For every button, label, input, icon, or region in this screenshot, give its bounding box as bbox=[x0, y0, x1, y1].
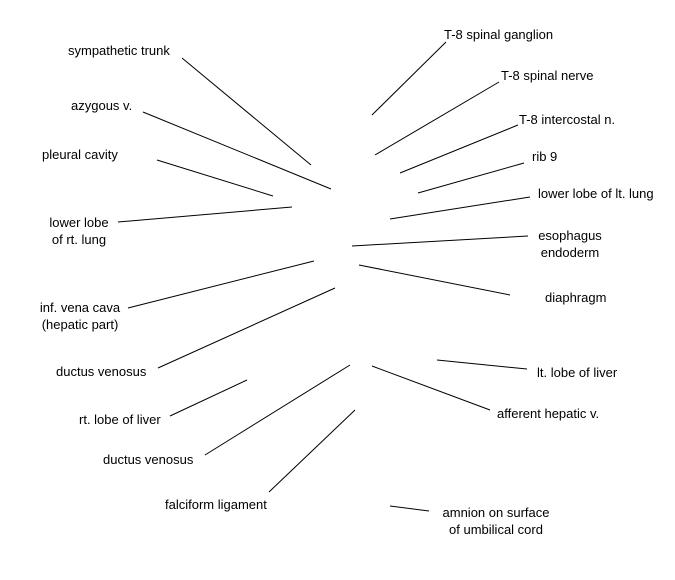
leader-line-ductus-venosus-upper bbox=[157, 287, 336, 369]
leader-line-azygous-v bbox=[142, 111, 332, 190]
leader-line-t8-spinal-ganglion bbox=[371, 41, 447, 116]
leader-line-sympathetic-trunk bbox=[181, 57, 312, 166]
leader-line-inf-vena-cava bbox=[127, 260, 315, 309]
label-lt-lobe-of-liver: lt. lobe of liver bbox=[537, 365, 618, 380]
label-lower-lobe-rt-lung: lower lobe of rt. lung bbox=[40, 214, 118, 248]
leader-line-t8-spinal-nerve bbox=[374, 81, 500, 156]
leader-line-rt-lobe-of-liver bbox=[169, 379, 248, 417]
label-t8-spinal-nerve: T-8 spinal nerve bbox=[501, 68, 594, 83]
label-rt-lobe-of-liver: rt. lobe of liver bbox=[79, 412, 161, 427]
leader-line-rib-9 bbox=[417, 162, 525, 194]
leader-line-t8-intercostal-n bbox=[399, 124, 519, 174]
label-inf-vena-cava: inf. vena cava (hepatic part) bbox=[33, 299, 127, 333]
label-amnion-line-2: of umbilical cord bbox=[449, 522, 543, 537]
label-t8-intercostal-n: T-8 intercostal n. bbox=[519, 112, 616, 127]
label-lower-lobe-lt-lung: lower lobe of lt. lung bbox=[538, 186, 654, 201]
label-esophagus: esophagus bbox=[538, 228, 602, 243]
label-diaphragm: diaphragm bbox=[545, 290, 607, 305]
label-amnion: amnion on surface of umbilical cord bbox=[426, 504, 566, 538]
leader-line-esophagus bbox=[351, 235, 529, 247]
label-afferent-hepatic-v: afferent hepatic v. bbox=[497, 406, 600, 421]
leader-line-ductus-venosus-lower bbox=[204, 364, 351, 456]
label-ductus-venosus-upper: ductus venosus bbox=[56, 364, 147, 379]
label-falciform-ligament: falciform ligament bbox=[165, 497, 267, 512]
label-amnion-line-1: amnion on surface bbox=[442, 505, 550, 520]
leader-line-lt-lobe-of-liver bbox=[436, 359, 528, 370]
label-inf-vena-cava-line-1: inf. vena cava bbox=[39, 300, 121, 315]
leader-line-pleural-cavity bbox=[156, 159, 274, 197]
leader-line-diaphragm bbox=[358, 264, 511, 296]
label-esophagus-endoderm: esophagus endoderm bbox=[526, 227, 614, 261]
label-sympathetic-trunk: sympathetic trunk bbox=[68, 43, 170, 58]
label-azygous-v: azygous v. bbox=[71, 98, 133, 113]
leader-line-falciform-ligament bbox=[268, 409, 356, 493]
label-rib-9: rib 9 bbox=[532, 149, 558, 164]
label-lower-lobe-rt-lung-line-1: lower lobe bbox=[49, 215, 109, 230]
label-t8-spinal-ganglion: T-8 spinal ganglion bbox=[444, 27, 554, 42]
leader-line-lower-lobe-rt-lung bbox=[117, 206, 293, 223]
leader-line-afferent-hepatic-v bbox=[371, 365, 491, 411]
leader-line-amnion bbox=[389, 505, 430, 512]
label-inf-vena-cava-line-2: (hepatic part) bbox=[41, 317, 119, 332]
label-ductus-venosus-lower: ductus venosus bbox=[103, 452, 194, 467]
label-endoderm: endoderm bbox=[540, 245, 600, 260]
label-lower-lobe-rt-lung-line-2: of rt. lung bbox=[51, 232, 107, 247]
label-pleural-cavity: pleural cavity bbox=[42, 147, 118, 162]
leader-line-lower-lobe-lt-lung bbox=[389, 196, 531, 220]
